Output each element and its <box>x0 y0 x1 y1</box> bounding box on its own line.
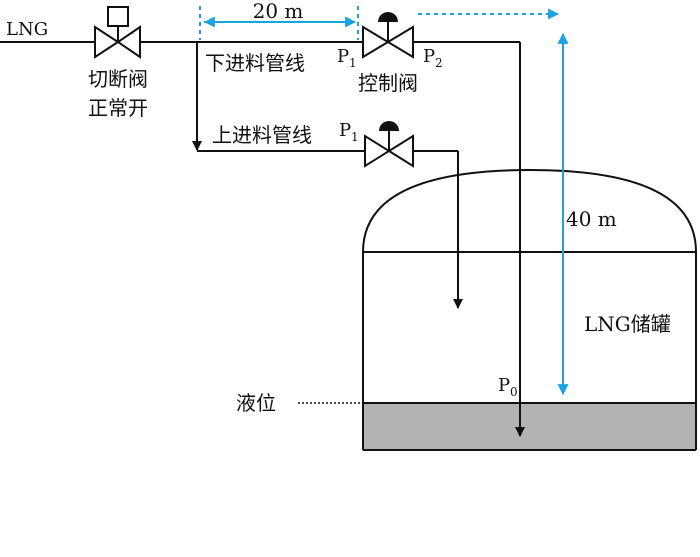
tank-name-label: LNG储罐 <box>584 312 671 336</box>
p2-label: P 2 <box>423 46 443 70</box>
lng-storage-tank <box>362 168 697 451</box>
svg-text:1: 1 <box>351 130 359 144</box>
shutoff-valve-label: 切断阀 <box>88 67 148 91</box>
p1-top-label: P 1 <box>339 120 359 144</box>
svg-text:2: 2 <box>435 56 443 70</box>
bottom-fill-line-label: 下进料管线 <box>205 51 305 75</box>
tank-roof <box>362 168 697 253</box>
svg-text:0: 0 <box>510 385 518 399</box>
svg-text:P: P <box>337 46 349 67</box>
main-inlet-pipe <box>0 41 525 437</box>
liquid-fill <box>363 403 696 450</box>
control-valve-label: 控制阀 <box>358 71 418 95</box>
svg-text:1: 1 <box>349 56 357 70</box>
p1-bottom-label: P 1 <box>337 46 357 70</box>
svg-text:P: P <box>498 375 510 396</box>
distance-40m-label: 40 m <box>566 207 617 231</box>
top-fill-branch <box>192 42 463 309</box>
p0-label: P 0 <box>498 375 518 399</box>
dimension-horizontal <box>199 6 560 40</box>
control-valve-icon <box>362 12 414 59</box>
top-fill-line-label: 上进料管线 <box>212 123 312 147</box>
svg-text:P: P <box>339 120 351 141</box>
svg-text:P: P <box>423 46 435 67</box>
top-valve-icon <box>364 121 414 168</box>
lng-inlet-label: LNG <box>6 19 48 40</box>
liquid-level-label: 液位 <box>236 391 276 415</box>
gate-valve-with-actuator-icon <box>94 6 141 59</box>
shutoff-valve-state: 正常开 <box>88 96 148 120</box>
distance-20m-label: 20 m <box>253 0 304 23</box>
